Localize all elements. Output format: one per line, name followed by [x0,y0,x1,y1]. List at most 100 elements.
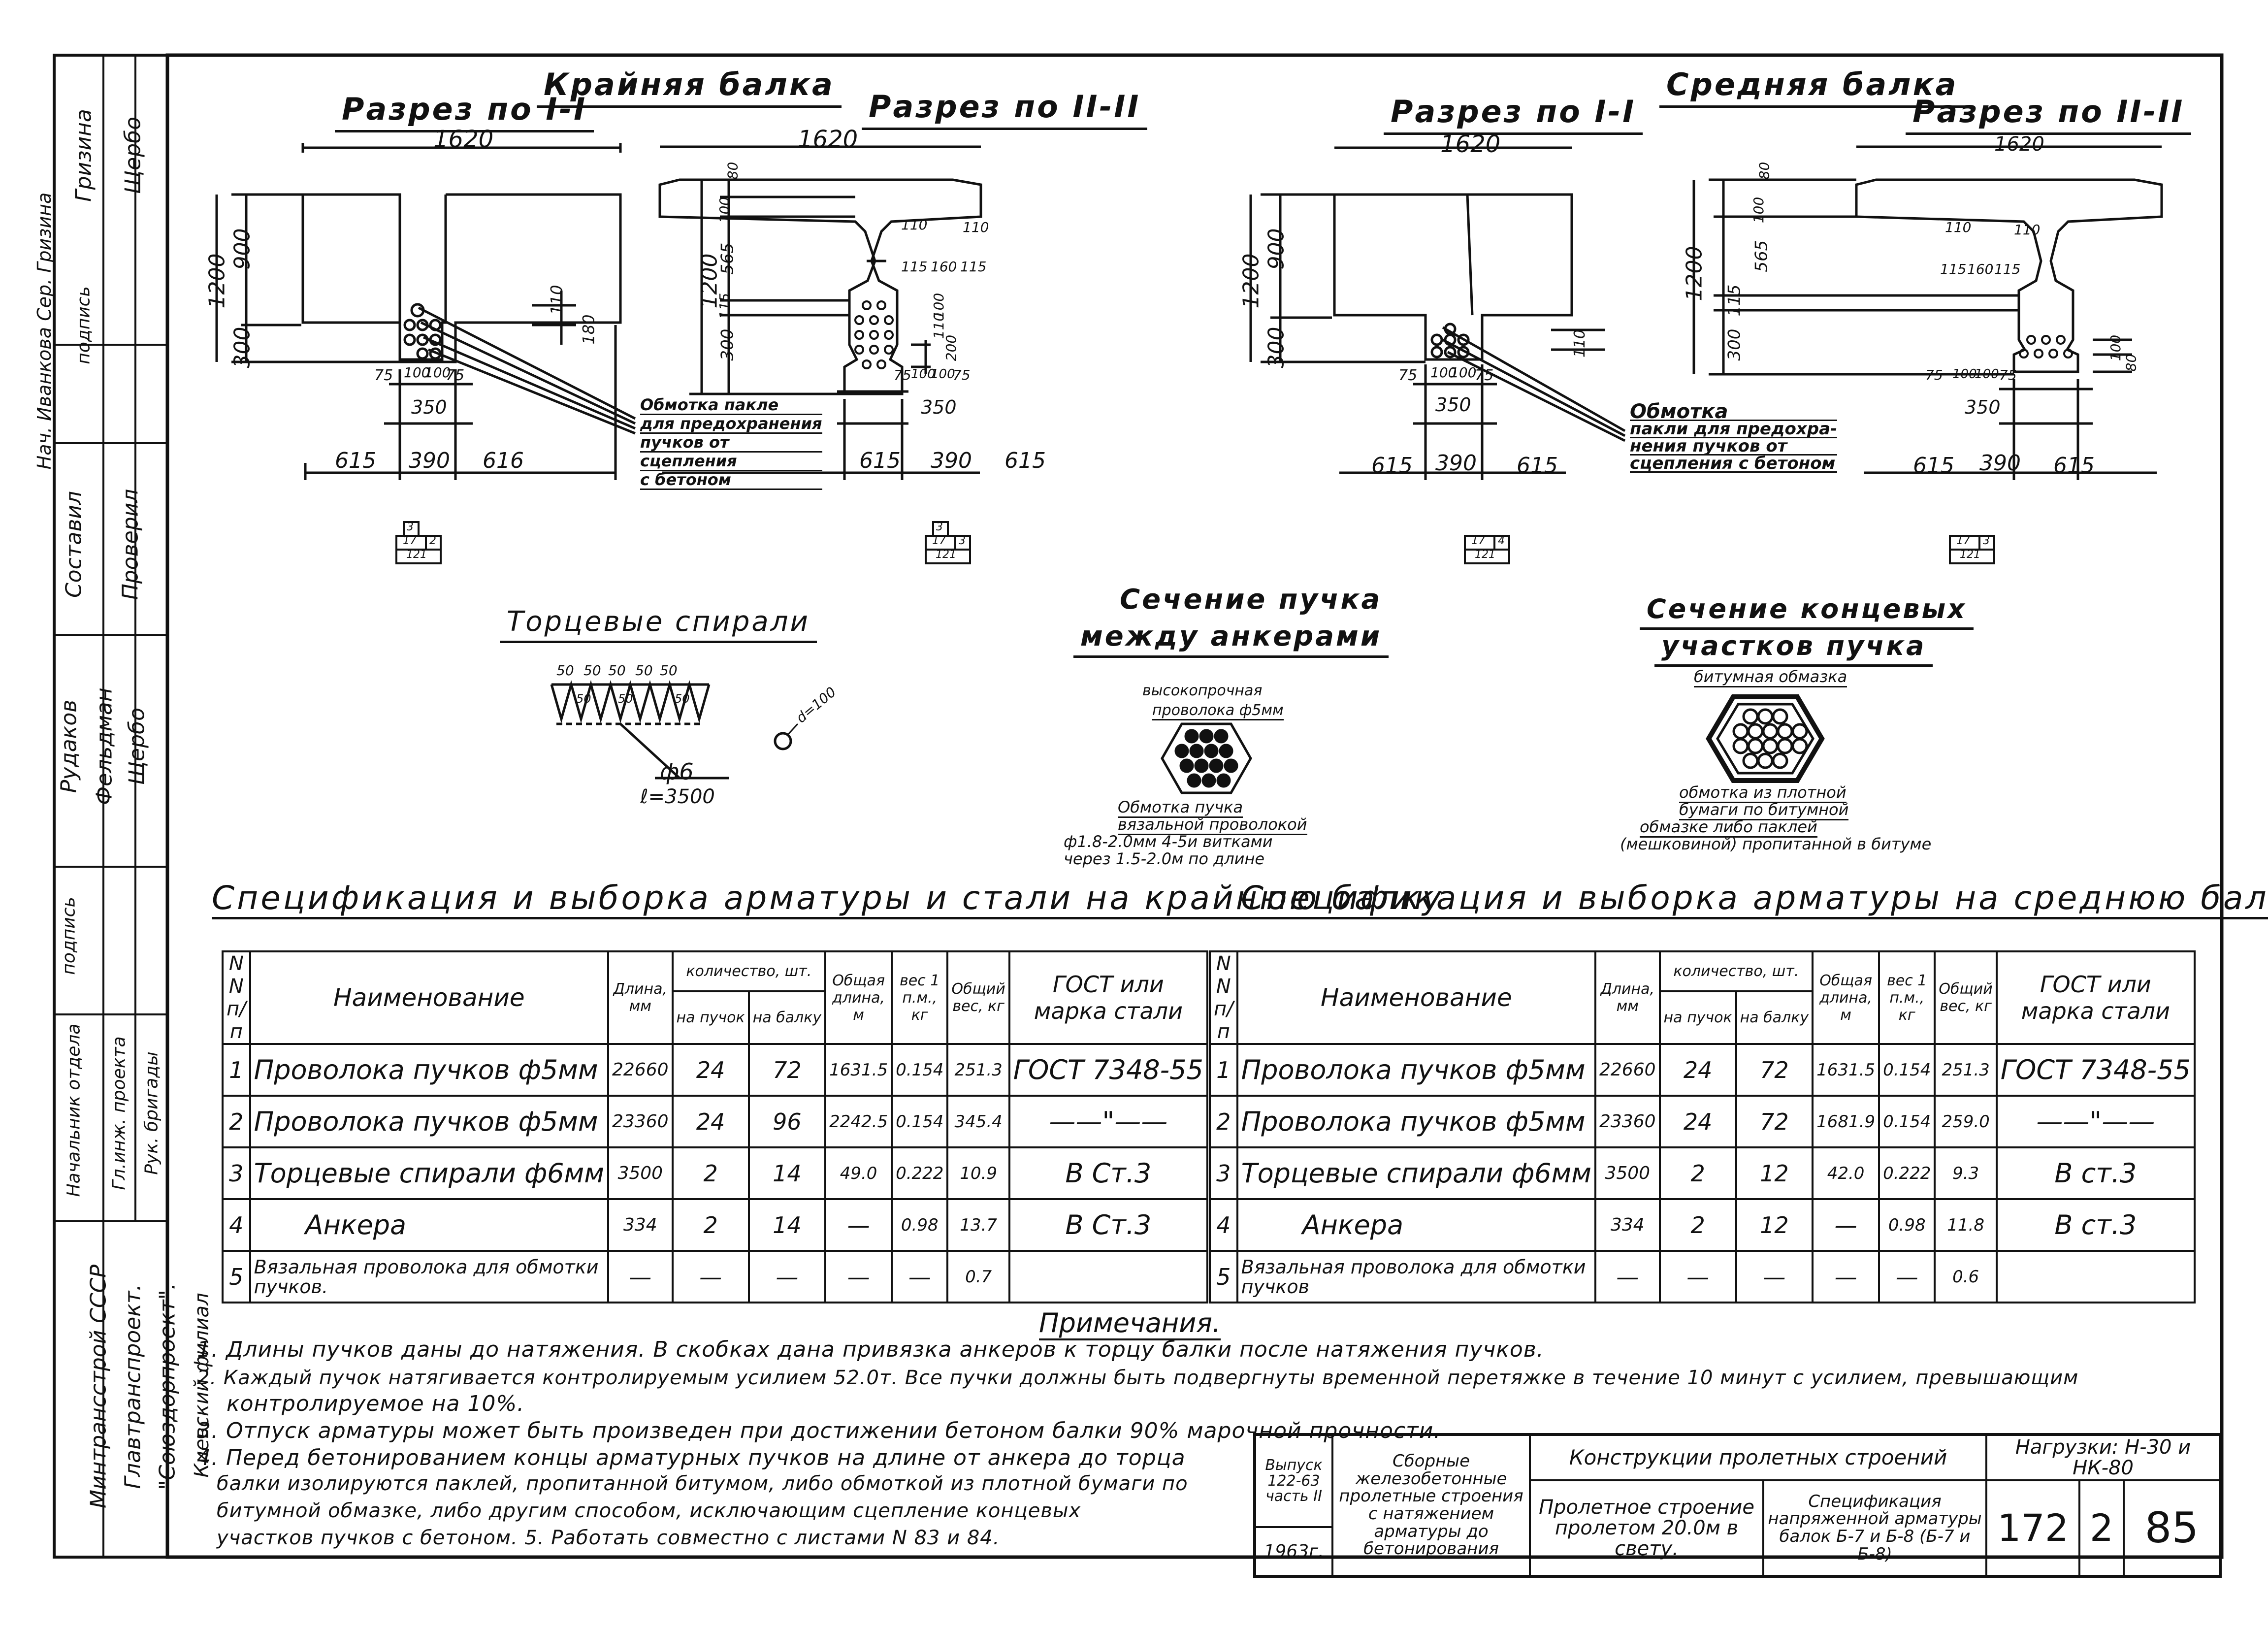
section-left2-title: Разрез по II-II [862,89,1148,130]
note-line-7: битумной обмазке, либо другим способом, … [217,1499,1081,1522]
section-right1-title: Разрез по I-I [1384,94,1643,135]
dim-l1-180: 180 [579,314,598,345]
dim-r2-115a: 115 [1940,261,1967,277]
spec-left-r1-c8: ГОСТ 7348-55 [1008,1043,1208,1097]
spec-right-r2-c5: 1681.9 [1812,1095,1880,1148]
dim-l2-100a: 100 [911,367,936,382]
callout-left1-line2: для предохранения [640,414,822,434]
callout-right1-line3: нения пучков от [1630,438,1838,456]
spec-right-r3-c3: 2 [1658,1146,1737,1200]
spec-right-title: Спецификация и выборка арматуры на средн… [1241,879,2268,919]
side-org-2: Главтранспроект. [120,1284,146,1489]
spec-left-h-qty: количество, шт. [671,950,827,992]
dim-r2-r80: 80 [2123,354,2139,372]
spec-right-table: N N п/п Наименование Длина, мм количеств… [1209,950,2196,1303]
dim-l1-390: 390 [409,448,450,473]
dim-l1-900: 900 [229,228,255,270]
spec-left-r3-c3: 2 [671,1146,750,1200]
spec-left-r3-c6: 0.222 [891,1146,949,1200]
callout-right1-line1: Обмотка [1630,402,1838,422]
spec-right-r5-c6: — [1878,1250,1936,1303]
spec-left-r5-c8 [1008,1250,1208,1303]
spec-right-r3-c8: В ст.3 [1995,1146,2196,1200]
spec-left-h-totw: Общий вес, кг [946,950,1010,1045]
spiral-pitch-1: 50 [556,662,574,679]
notes-title: Примечания. [1039,1307,1221,1340]
mark-l1-top: 3 [407,521,414,533]
spec-left-r4-c0: 4 [222,1198,251,1252]
callout-right1-line4: сцепления с бетоном [1630,455,1838,473]
spec-right-r3-c7: 9.3 [1934,1146,1998,1200]
bundle-end-wrap3: обмазке либо паклей [1640,817,1817,838]
spec-right-r2-c7: 259.0 [1934,1095,1998,1148]
spec-right-r1-c1: Проволока пучков ф5мм [1236,1043,1597,1097]
dim-r2-350: 350 [1965,396,2001,418]
spiral-p2-3: 50 [675,692,690,706]
spiral-drawing [550,680,729,780]
mark-l2-bot: 121 [936,549,956,561]
bundle-end-title1: Сечение концевых [1640,593,1974,630]
mark-l1-bot: 121 [406,549,427,561]
bundle-mid-title1: Сечение пучка [1120,584,1382,616]
dim-r2-565: 565 [1751,240,1772,272]
spec-right-r4-c8: В ст.3 [1995,1198,2196,1252]
tb-num1: 172 [1985,1479,2081,1577]
callout-right1: Обмотка пакли для предохра- нения пучков… [1630,402,1838,473]
spec-left-r5-c5: — [824,1250,893,1303]
spec-right-r4-c1: Анкера [1236,1198,1597,1252]
dim-l2-75b: 75 [953,367,971,383]
dim-r2-115: 115 [1724,284,1745,317]
spec-left-r5-c2: — [607,1250,674,1303]
spec-right-h-qty: количество, шт. [1658,950,1814,992]
dim-r1-top: 1620 [1440,130,1501,158]
tb-spec: Спецификация напряженной арматуры балок … [1762,1479,1988,1577]
dim-r2-1200: 1200 [1682,246,1707,301]
bundle-mid-drawing [1161,722,1252,794]
bundle-mid-wire1: высокопрочная [1142,682,1263,699]
bundle-mid-wrap2: вязальной проволокой [1118,815,1307,835]
spec-left-r3-c5: 49.0 [824,1146,893,1200]
dim-l2-115a: 115 [901,259,928,275]
bundle-mid-wire2: проволока ф5мм [1152,702,1284,720]
dim-r1-75b: 75 [1475,367,1494,384]
note-line-3: контролируемое на 10%. [227,1391,525,1416]
spec-right-r4-c6: 0.98 [1878,1198,1936,1252]
bundle-end-wrap4: (мешковиной) пропитанной в битуме [1620,835,1932,853]
dim-l1-615: 615 [335,448,376,473]
spec-right-r5-c5: — [1812,1250,1880,1303]
spiral-dia-circle [774,723,799,750]
side-sign-label: подпись [59,897,79,975]
dim-r2-75b: 75 [1999,367,2017,383]
spec-left-r5-c3: — [671,1250,750,1303]
dim-r1-300: 300 [1264,326,1289,368]
spec-left-r4-c4: 14 [747,1198,827,1252]
callout-left1-line3: пучков от [640,434,822,453]
spec-right-r2-c3: 24 [1658,1095,1737,1148]
dim-l2-390: 390 [931,448,972,473]
spec-right-r3-c6: 0.222 [1878,1146,1936,1200]
bundle-end-title2: участков пучка [1654,630,1933,667]
dim-l2-565: 565 [717,242,738,275]
dim-l1-300: 300 [229,326,255,368]
dim-r1-100a: 100 [1430,364,1457,381]
dim-r2-100b: 100 [1975,367,1999,382]
mark-l2-mid: 17 [932,535,946,547]
callout-left1-line5: с бетоном [640,471,822,490]
dim-r2-110a: 110 [1945,219,1972,235]
side-role-1: Начальник отдела [64,1023,84,1197]
spec-right-r2-c4: 72 [1735,1095,1814,1148]
dim-r2-80: 80 [1756,162,1773,180]
spec-right-r1-c3: 24 [1658,1043,1737,1097]
spec-right-r3-c0: 3 [1209,1146,1238,1200]
spec-left-r1-c2: 22660 [607,1043,674,1097]
spiral-pitch-2: 50 [583,662,601,679]
note-line-5: 4. Перед бетонированием концы арматурных… [197,1445,1186,1470]
note-line-1: 1. Длины пучков даны до натяжения. В ско… [197,1337,1544,1362]
spec-left-r4-c3: 2 [671,1198,750,1252]
dim-l2-100: 100 [716,196,733,224]
tb-series: Сборные железобетонные пролетные строени… [1331,1434,1531,1577]
spirals-title: Торцевые спирали [500,606,817,643]
spec-left-row: 5 Вязальная проволока для обмотки пучков… [222,1250,1208,1303]
dim-l1-top: 1620 [433,126,494,153]
